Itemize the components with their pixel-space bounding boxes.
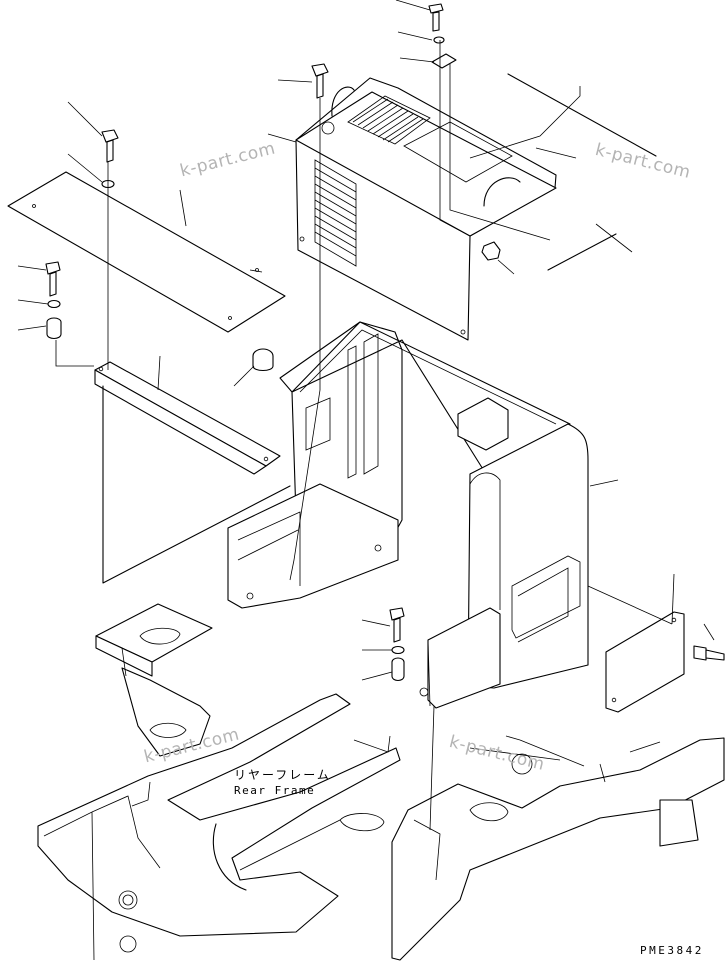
- side-panel: [605, 611, 685, 713]
- bolt-side-panel: [693, 645, 725, 661]
- nut-hood-right: [481, 241, 501, 261]
- bolt-box-lower: [389, 607, 405, 643]
- clip-hood-top: [431, 53, 457, 69]
- washer-hood-top: [433, 36, 445, 44]
- bolt-hood-top: [428, 3, 444, 32]
- top-hood-cover: [295, 77, 557, 341]
- main-frame-body: [227, 321, 589, 709]
- spacer-bracket-left: [46, 317, 62, 340]
- spacer-box-lower: [391, 657, 405, 682]
- side-louver: [314, 159, 357, 267]
- bolt-bracket-left: [45, 261, 61, 297]
- bolt-plate-top: [101, 129, 119, 163]
- rubber-mount: [252, 348, 274, 372]
- bolt-hood-left: [311, 63, 329, 99]
- rear-frame-label-en: Rear Frame: [234, 784, 316, 797]
- drawing-code: PME3842: [640, 944, 704, 957]
- rear-frame-label-jp: リヤーフレーム: [234, 768, 331, 782]
- washer-bracket-left: [47, 299, 61, 309]
- angle-bracket: [94, 361, 291, 584]
- leader-lines: [17, 0, 715, 831]
- left-cover-plate: [7, 171, 286, 333]
- washer-box-lower: [391, 645, 405, 655]
- seal-strip-lower: [547, 233, 617, 271]
- rear-frame: [37, 603, 725, 961]
- seal-strip-upper: [507, 73, 657, 157]
